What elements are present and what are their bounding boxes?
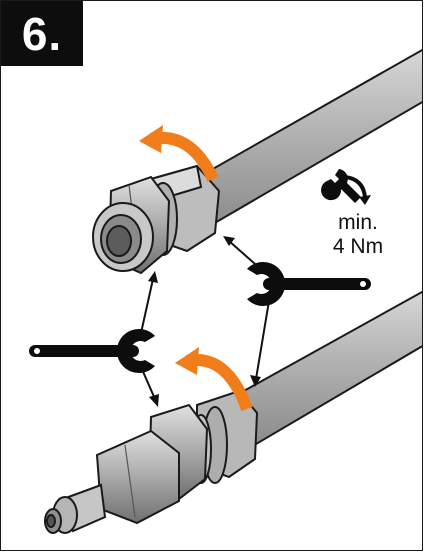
rotate-arrow-icon bbox=[139, 125, 219, 182]
lower-coupler bbox=[95, 429, 180, 525]
torque-spec: min. 4 Nm bbox=[319, 211, 397, 259]
upper-fitting bbox=[92, 164, 221, 275]
lower-hose bbox=[231, 290, 422, 449]
rotate-arrow-icon-lower bbox=[175, 347, 253, 412]
wrench-icon bbox=[247, 262, 371, 306]
torque-spec-value: 4 Nm bbox=[332, 235, 384, 258]
step-number-badge: 6. bbox=[1, 1, 83, 66]
pointer-arrows bbox=[140, 236, 270, 407]
torque-spec-min: min. bbox=[338, 211, 378, 234]
lower-fitting bbox=[44, 389, 259, 534]
torque-wrench-icon bbox=[321, 169, 371, 205]
wrench-icon-left bbox=[29, 329, 155, 373]
lower-hose-body bbox=[231, 290, 422, 449]
